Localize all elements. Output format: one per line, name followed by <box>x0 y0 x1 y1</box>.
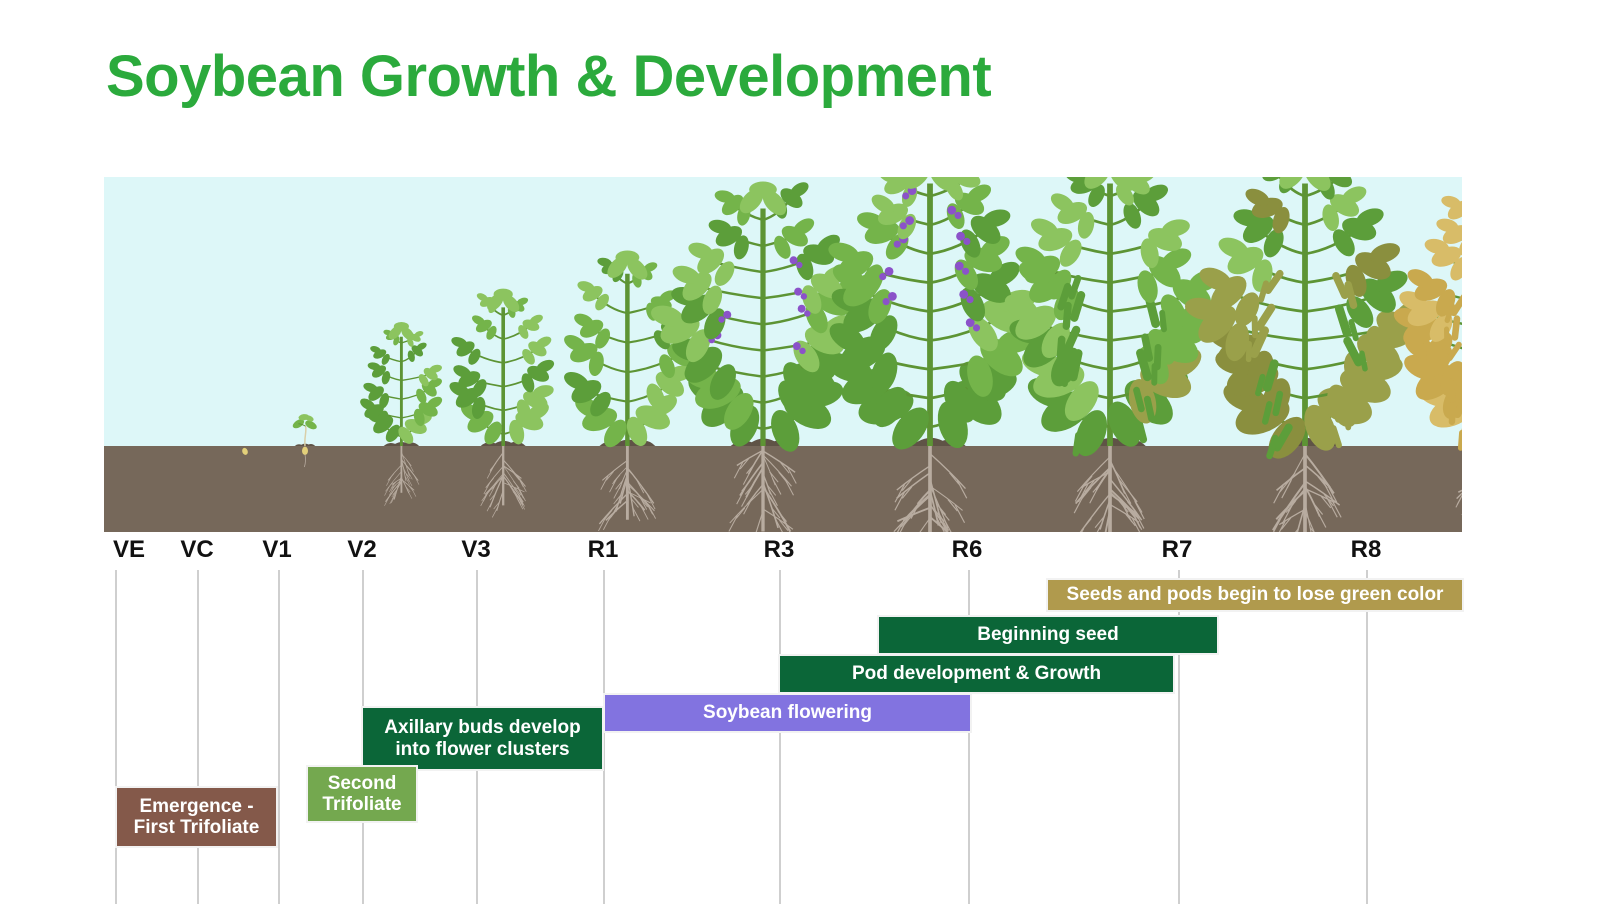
timeline-bar-second-trifoliate[interactable]: Second Trifoliate <box>306 765 418 823</box>
timeline-bar-beginning-seed[interactable]: Beginning seed <box>877 615 1219 655</box>
timeline-bar-label: Soybean flowering <box>703 702 872 724</box>
stage-label-v2: V2 <box>347 536 377 563</box>
gridline-1 <box>197 570 199 904</box>
timeline-bar-label: Pod development & Growth <box>851 663 1102 685</box>
timeline-bar-pod-development-growth[interactable]: Pod development & Growth <box>778 654 1175 694</box>
timeline-bar-axillary-buds-flower-clusters[interactable]: Axillary buds develop into flower cluste… <box>361 706 604 771</box>
timeline-bar-emergence-first-trifoliate[interactable]: Emergence - First Trifoliate <box>115 786 278 848</box>
stage-label-v3: V3 <box>461 536 491 563</box>
stage-label-r1: R1 <box>587 536 619 563</box>
gridline-6 <box>779 570 781 904</box>
stage-label-v1: V1 <box>262 536 292 563</box>
stage-label-ve: VE <box>112 536 146 563</box>
timeline-bar-label: Beginning seed <box>977 624 1119 646</box>
growth-stage-illustration <box>104 177 1462 532</box>
gridline-9 <box>1366 570 1368 904</box>
stage-label-r3: R3 <box>763 536 795 563</box>
stage-label-vc: VC <box>180 536 214 563</box>
gridline-8 <box>1178 570 1180 904</box>
page-title: Soybean Growth & Development <box>106 44 992 109</box>
stage-axis: VE VC V1 V2 V3 R1 R3 R6 R7 R8 <box>0 536 1604 570</box>
timeline-bar-label: Seeds and pods begin to lose green color <box>1066 584 1444 606</box>
gridline-0 <box>115 570 117 904</box>
gridline-2 <box>278 570 280 904</box>
stage-timeline-bars: Seeds and pods begin to lose green color… <box>0 570 1604 904</box>
timeline-bar-soybean-flowering[interactable]: Soybean flowering <box>603 693 972 733</box>
stage-label-r8: R8 <box>1350 536 1382 563</box>
timeline-bar-label: Second Trifoliate <box>322 772 402 815</box>
gridline-7 <box>968 570 970 904</box>
timeline-bar-label: Emergence - First Trifoliate <box>133 795 260 838</box>
stage-label-r6: R6 <box>951 536 983 563</box>
timeline-bar-seeds-lose-green-color[interactable]: Seeds and pods begin to lose green color <box>1046 578 1464 612</box>
stage-label-r7: R7 <box>1161 536 1193 563</box>
timeline-bar-label: Axillary buds develop into flower cluste… <box>384 717 581 760</box>
gridline-5 <box>603 570 605 904</box>
